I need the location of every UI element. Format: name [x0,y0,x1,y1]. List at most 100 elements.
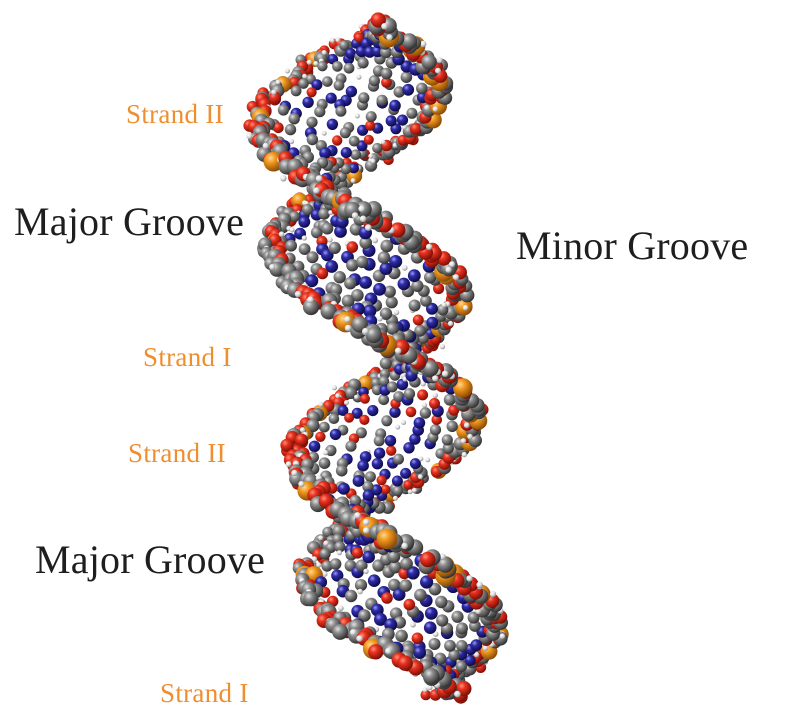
nitrogen-atom [425,607,438,620]
oxygen-atom [332,135,342,145]
hydrogen-atom [385,648,392,655]
hydrogen-atom [377,316,383,322]
nitrogen-atom [368,574,381,587]
hydrogen-atom [313,187,320,194]
carbon-atom [344,277,356,289]
carbon-atom [289,113,300,124]
carbon-atom [334,271,346,283]
nitrogen-atom [389,255,402,268]
hydrogen-atom [318,535,323,540]
oxygen-atom [360,394,370,404]
hydrogen-atom [466,575,472,581]
nitrogen-atom [357,460,369,472]
carbon-atom [330,558,342,570]
phosphorus-atom [377,528,398,549]
carbon-atom [317,61,327,71]
nitrogen-atom [309,441,321,453]
carbon-atom [429,638,441,650]
strand-ii-label-top: Strand II [126,101,224,128]
carbon-atom [349,136,360,147]
hydrogen-atom [344,316,351,323]
hydrogen-atom [318,402,323,407]
oxygen-atom [344,413,354,423]
carbon-atom [344,63,355,74]
carbon-atom [345,590,357,602]
hydrogen-atom [401,420,406,425]
strand-i-label-mid: Strand I [143,344,232,371]
carbon-atom [381,68,393,80]
nitrogen-atom [386,115,397,126]
hydrogen-atom [263,143,269,149]
carbon-atom [386,296,398,308]
hydrogen-atom [352,212,359,219]
hydrogen-atom [307,296,314,303]
oxygen-atom [386,446,396,456]
carbon-atom [320,548,331,559]
carbon-atom [332,61,343,72]
nitrogen-atom [338,483,350,495]
nitrogen-atom [330,429,341,440]
hydrogen-atom [393,496,398,501]
carbon-atom [372,143,382,153]
nitrogen-atom [413,646,426,659]
carbon-atom [340,127,351,138]
hydrogen-atom [418,474,423,479]
nitrogen-atom [341,147,352,158]
oxygen-atom [429,398,440,409]
hydrogen-atom [291,470,297,476]
carbon-atom [334,80,345,91]
oxygen-atom [295,434,308,447]
carbon-atom [366,111,377,122]
carbon-atom [319,422,330,433]
hydrogen-atom [426,244,432,250]
carbon-atom [358,92,369,103]
hydrogen-atom [360,216,367,223]
hydrogen-atom [357,589,363,595]
hydrogen-atom [381,23,388,30]
carbon-atom [420,295,432,307]
carbon-atom [409,300,421,312]
carbon-atom [400,557,413,570]
carbon-atom [377,95,388,106]
carbon-atom [404,388,415,399]
hydrogen-atom [490,591,496,597]
hydrogen-atom [354,512,361,519]
hydrogen-atom [467,434,473,440]
carbon-atom [356,256,368,268]
hydrogen-atom [461,438,467,444]
oxygen-atom [398,656,413,671]
hydrogen-atom [298,481,304,487]
hydrogen-atom [395,425,400,430]
hydrogen-atom [286,461,292,467]
carbon-atom [447,421,458,432]
carbon-atom [381,415,392,426]
nitrogen-atom [373,283,386,296]
oxygen-atom [347,241,359,253]
hydrogen-atom [363,519,370,526]
major-groove-label-top: Major Groove [14,202,244,242]
hydrogen-atom [372,238,378,244]
hydrogen-atom [300,427,305,432]
nitrogen-atom [389,100,401,112]
carbon-atom [430,424,441,435]
carbon-atom [435,596,447,608]
carbon-atom [421,54,436,69]
nitrogen-atom [426,317,438,329]
oxygen-atom [417,389,428,400]
hydrogen-atom [322,572,327,577]
hydrogen-atom [435,68,441,74]
hydrogen-atom [313,61,318,66]
hydrogen-atom [344,400,349,405]
nitrogen-atom [402,84,414,96]
hydrogen-atom [322,131,327,136]
nitrogen-atom [302,97,313,108]
nitrogen-atom [400,468,411,479]
nitrogen-atom [353,475,365,487]
hydrogen-atom [363,569,368,574]
hydrogen-atom [269,264,275,270]
hydrogen-atom [302,235,307,240]
hydrogen-atom [302,74,307,79]
nitrogen-atom [424,621,437,634]
nitrogen-atom [397,115,408,126]
